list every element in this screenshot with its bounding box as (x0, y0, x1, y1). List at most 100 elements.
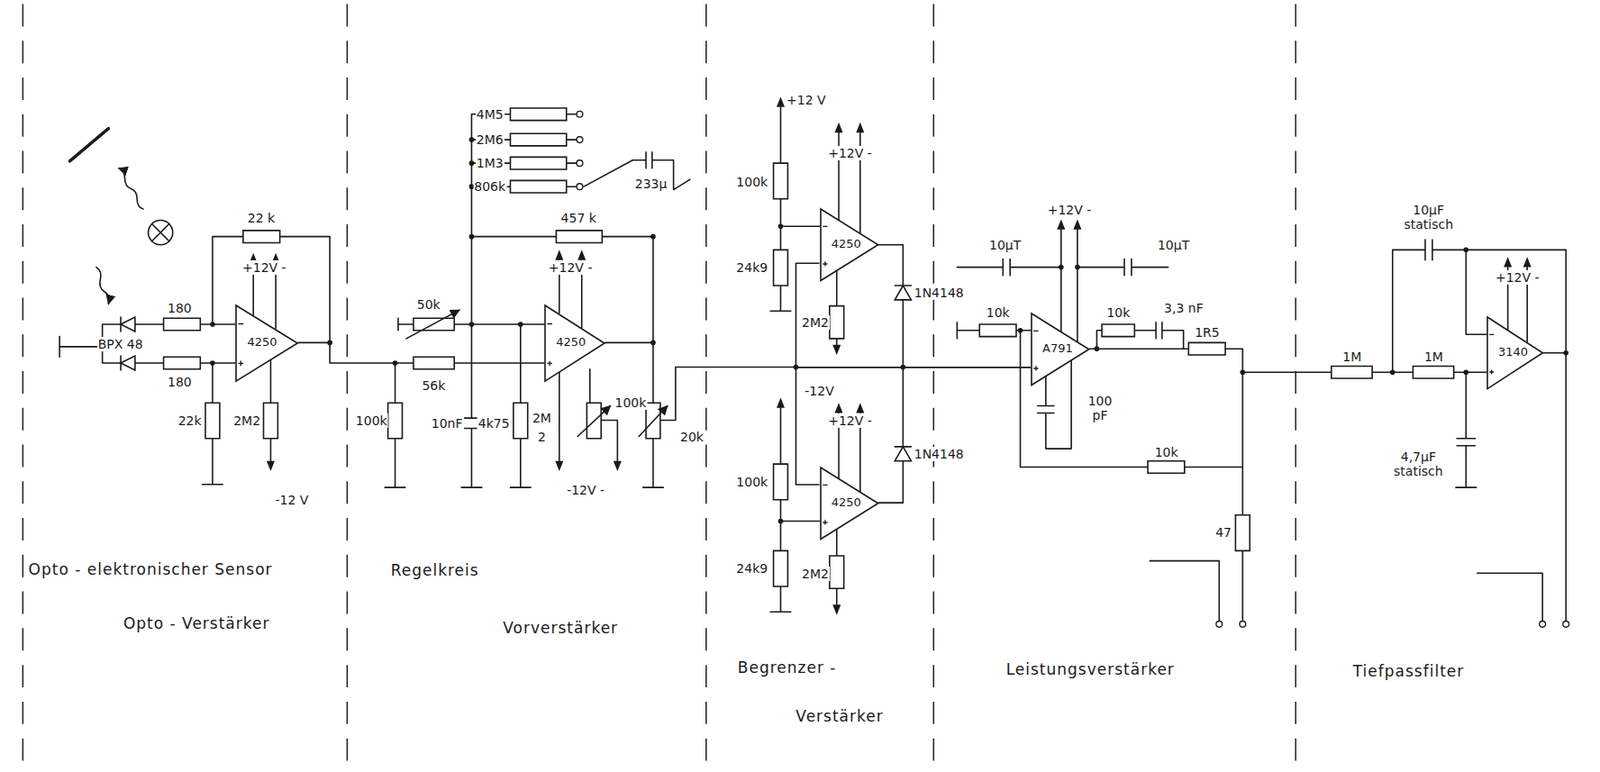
component-value: 100k (354, 413, 389, 428)
component-value: 20k (679, 429, 705, 445)
op-amp: 3140 (1486, 316, 1544, 391)
wire (770, 107, 911, 612)
light-ray (118, 168, 144, 210)
component-value: 22 k (246, 210, 276, 226)
component-value: 10µF statisch (1397, 202, 1461, 232)
component-value: 100 pF (1083, 393, 1117, 423)
component-value: BPX 48 (97, 336, 145, 352)
op-amp-type: 4250 (831, 496, 862, 510)
input-polarity-mark (546, 323, 552, 366)
op-amp-type: A791 (1042, 342, 1073, 356)
component-value: 10k (1154, 445, 1180, 460)
section-divider (22, 4, 1296, 769)
component-value: 100k (735, 474, 769, 490)
component-value: -12V - (565, 482, 606, 498)
component-value: 56k (420, 378, 446, 393)
op-amp: 4250 (544, 304, 606, 382)
reflector-surface (69, 128, 109, 162)
component-value: 2 (536, 429, 547, 445)
component-value: 50k (416, 296, 442, 311)
component-value: -12V (803, 383, 835, 399)
wire (59, 236, 414, 485)
potentiometer-wiper (406, 309, 460, 339)
op-amp: 4250 (819, 466, 880, 541)
potentiometer-wiper (577, 406, 610, 437)
op-amp: 4250 (819, 208, 880, 282)
component-value: 2M2 (800, 315, 830, 330)
output-terminal (1216, 620, 1246, 628)
input-polarity-mark (237, 323, 244, 366)
op-amp-triangle (236, 305, 298, 382)
component-value: 2M2 (800, 566, 830, 582)
output-terminal (1539, 620, 1570, 628)
signal-wire (795, 263, 1031, 368)
op-amp-type: 4250 (831, 237, 862, 252)
section-title: Tiefpassfilter (1352, 663, 1466, 682)
input-polarity-mark (1489, 334, 1494, 374)
component-value: 100k (735, 174, 769, 190)
section-title: Opto - Verstärker (122, 615, 272, 634)
junction-dot (1390, 247, 1569, 376)
op-amp-triangle (1487, 317, 1543, 390)
op-amp-triangle (820, 467, 879, 540)
component-value: +12V - (827, 145, 873, 161)
component-value: 2M6 (475, 132, 505, 147)
component-value: 1M (1341, 349, 1363, 364)
junction-dot (392, 136, 656, 366)
section-title: Begrenzer - (736, 659, 838, 678)
section-title: Vorverstärker (501, 619, 619, 638)
input-polarity-mark (822, 484, 828, 525)
component-value: 233µ (634, 176, 669, 191)
junction-dot (778, 223, 907, 524)
component-value: 180 (166, 300, 193, 316)
component-value: 3,3 nF (1163, 300, 1205, 316)
op-amp: A791 (1030, 312, 1091, 387)
component-value: 10nF (430, 416, 464, 431)
component-value: 22k (177, 413, 203, 428)
op-amp: 4250 (235, 304, 299, 382)
lamp-cross (152, 223, 170, 241)
component-value: 806k (472, 179, 507, 194)
component-value: +12V - (547, 260, 594, 275)
op-amp-type: 4250 (247, 336, 278, 350)
component-value: 10µT (988, 237, 1022, 253)
component-value: 24k9 (735, 260, 769, 275)
light-ray (96, 267, 110, 305)
section-title: Leistungsverstärker (1005, 661, 1176, 680)
input-polarity-mark (1033, 330, 1038, 371)
component-value: -12 V (273, 492, 310, 508)
component-value: +12V - (827, 413, 873, 428)
component-value: +12V - (1046, 202, 1093, 218)
resistor-symbol (979, 324, 1250, 551)
component-value: 10µT (1156, 237, 1191, 253)
wire (1372, 239, 1566, 621)
component-value: 2M2 (232, 413, 262, 428)
section-title: Opto - elektronischer Sensor (27, 561, 274, 580)
component-value: 24k9 (735, 561, 769, 576)
resistor-symbol (388, 108, 661, 439)
op-amp-triangle (1031, 313, 1090, 386)
component-value: 47 (1214, 525, 1233, 540)
input-polarity-mark (822, 226, 828, 266)
component-value: 1N4148 (913, 285, 965, 300)
component-value: 10k (1105, 305, 1131, 320)
diode-symbol (894, 285, 911, 462)
component-value: 1R5 (1193, 325, 1221, 340)
switch-contact (576, 110, 583, 190)
component-value: 457 k (560, 210, 598, 226)
supply-arrow (249, 97, 1532, 616)
section-title: Regelkreis (390, 563, 481, 582)
component-value: 1M (1423, 349, 1445, 364)
component-value: 180 (166, 374, 193, 390)
op-amp-triangle (820, 209, 879, 282)
section-title: Verstärker (794, 708, 884, 727)
signal-wire (795, 367, 1031, 485)
component-value: 1N4148 (913, 446, 965, 462)
wire (956, 229, 1331, 622)
op-amp-type: 3140 (1498, 345, 1528, 360)
op-amp-type: 4250 (555, 336, 586, 350)
potentiometer-wiper (638, 406, 668, 437)
